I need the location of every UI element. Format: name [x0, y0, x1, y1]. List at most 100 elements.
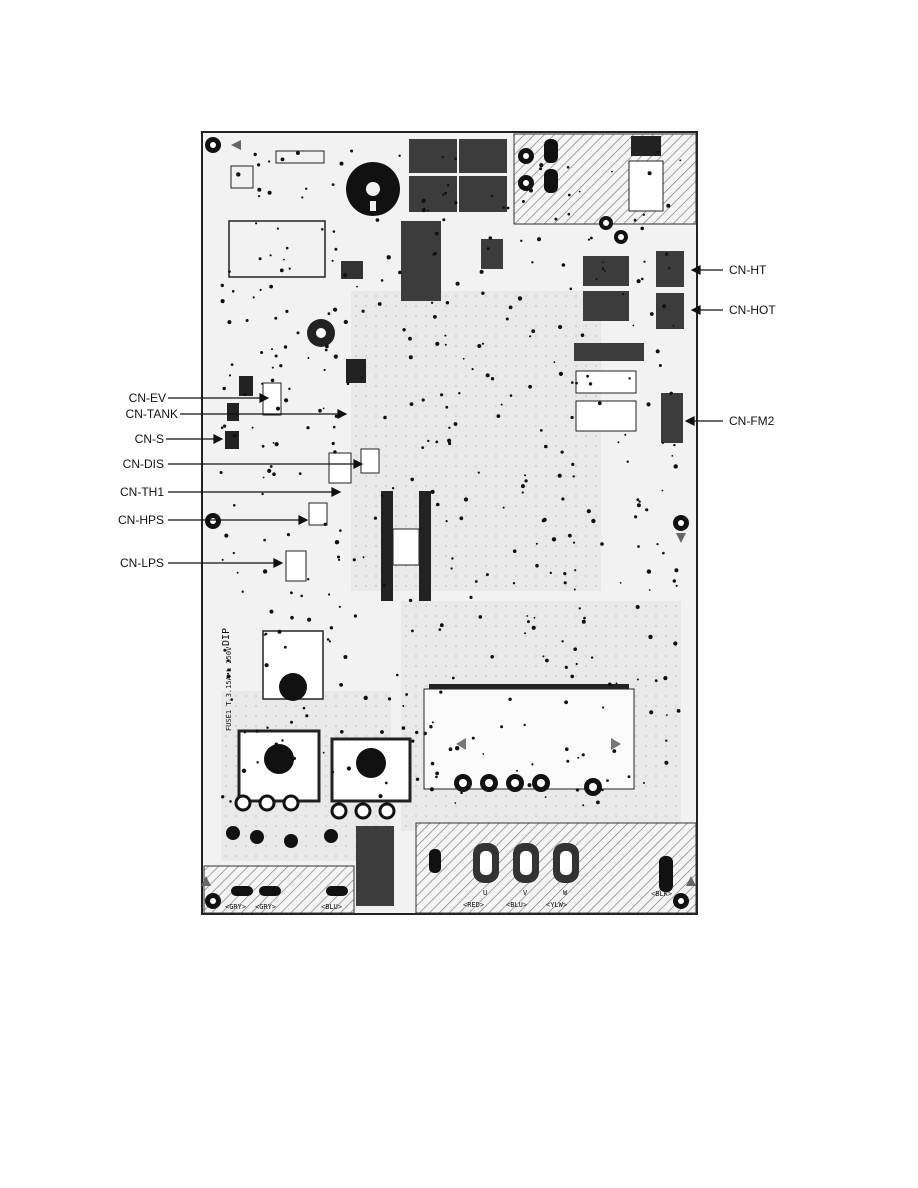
via-dot [566, 166, 570, 169]
via-dot [261, 444, 265, 448]
via-dot [380, 279, 384, 282]
via-dot [362, 556, 365, 559]
via-dot [222, 386, 226, 391]
via-dot [481, 342, 485, 345]
via-dot [573, 588, 576, 591]
via-dot [373, 516, 377, 520]
via-dot [227, 320, 232, 325]
via-dot [269, 465, 273, 468]
via-dot [343, 319, 348, 325]
via-dot [375, 218, 380, 222]
via-dot [430, 761, 435, 766]
via-dot [588, 382, 593, 386]
via-dot [479, 269, 484, 274]
via-dot [232, 433, 237, 438]
via-dot [471, 736, 475, 740]
via-dot [632, 324, 635, 327]
via-dot [326, 638, 330, 641]
via-dot [377, 302, 382, 306]
via-dot [626, 460, 629, 463]
transformer-outline [228, 220, 326, 278]
ipm-arrows [456, 738, 621, 750]
via-dot [645, 508, 649, 512]
via-dot [220, 299, 225, 304]
via-dot [665, 252, 669, 256]
via-dot [405, 693, 408, 696]
via-dot [535, 563, 539, 568]
via-dot [663, 676, 668, 681]
silk-blu: <BLU> [506, 901, 527, 909]
via-dot [474, 580, 478, 583]
via-dot [245, 319, 249, 322]
via-dot [583, 616, 586, 620]
via-dot [455, 746, 460, 751]
via-dot [643, 260, 646, 263]
via-dot [624, 433, 627, 436]
silk-blk: <BLK> [651, 890, 672, 898]
via-dot [255, 222, 258, 225]
via-dot [597, 401, 602, 406]
via-dot [606, 779, 609, 782]
via-dot [528, 384, 532, 389]
via-dot [575, 381, 578, 385]
via-dot [223, 648, 227, 652]
bottom-left-terminals [231, 886, 348, 896]
silk-red: <RED> [463, 901, 484, 909]
via-dot [656, 150, 660, 154]
via-dot [642, 213, 645, 216]
via-dot [654, 679, 658, 683]
label-cn-ht: CN-HT [729, 263, 767, 277]
via-dot [661, 441, 664, 444]
via-dot [263, 538, 266, 542]
via-dot [469, 595, 473, 599]
via-dot [441, 156, 444, 159]
via-dot [411, 629, 414, 633]
via-dot [300, 594, 303, 598]
via-dot [561, 263, 566, 267]
via-dot [454, 201, 458, 205]
via-dot [478, 615, 483, 619]
via-dot [675, 584, 678, 587]
via-dot [421, 207, 427, 213]
via-dot [290, 591, 293, 595]
via-dot [284, 398, 289, 403]
via-dot [290, 720, 293, 724]
via-dot [558, 371, 563, 376]
via-dot [228, 270, 231, 273]
via-dot [421, 398, 425, 402]
via-dot [490, 194, 494, 198]
via-dot [261, 382, 264, 385]
via-dot [269, 609, 274, 614]
via-dot [350, 149, 354, 153]
silk-dip: DIP [221, 628, 232, 646]
via-dot [671, 455, 674, 457]
via-dot [577, 756, 580, 759]
via-dot [481, 291, 485, 295]
via-dot [512, 582, 516, 585]
via-dot [529, 188, 533, 193]
via-dot [673, 464, 678, 469]
via-dot [673, 443, 676, 447]
via-dot [257, 163, 261, 167]
via-dot [526, 620, 530, 624]
via-dot [361, 309, 365, 313]
via-dot [408, 355, 413, 360]
via-dot [322, 407, 325, 410]
via-dot [409, 402, 414, 406]
via-dot [502, 206, 506, 209]
via-dot [271, 348, 273, 351]
via-dot [566, 759, 570, 763]
via-dot [591, 518, 596, 524]
via-dot [505, 317, 509, 321]
via-dot [323, 522, 327, 526]
via-dot [331, 771, 335, 774]
via-dot [551, 537, 557, 542]
via-dot [477, 344, 482, 348]
via-dot [535, 542, 538, 545]
via-dot [635, 605, 640, 609]
via-dot [266, 757, 271, 761]
via-dot [431, 721, 434, 724]
via-dot [567, 193, 571, 197]
via-dot [539, 429, 543, 432]
via-dot [485, 573, 489, 577]
